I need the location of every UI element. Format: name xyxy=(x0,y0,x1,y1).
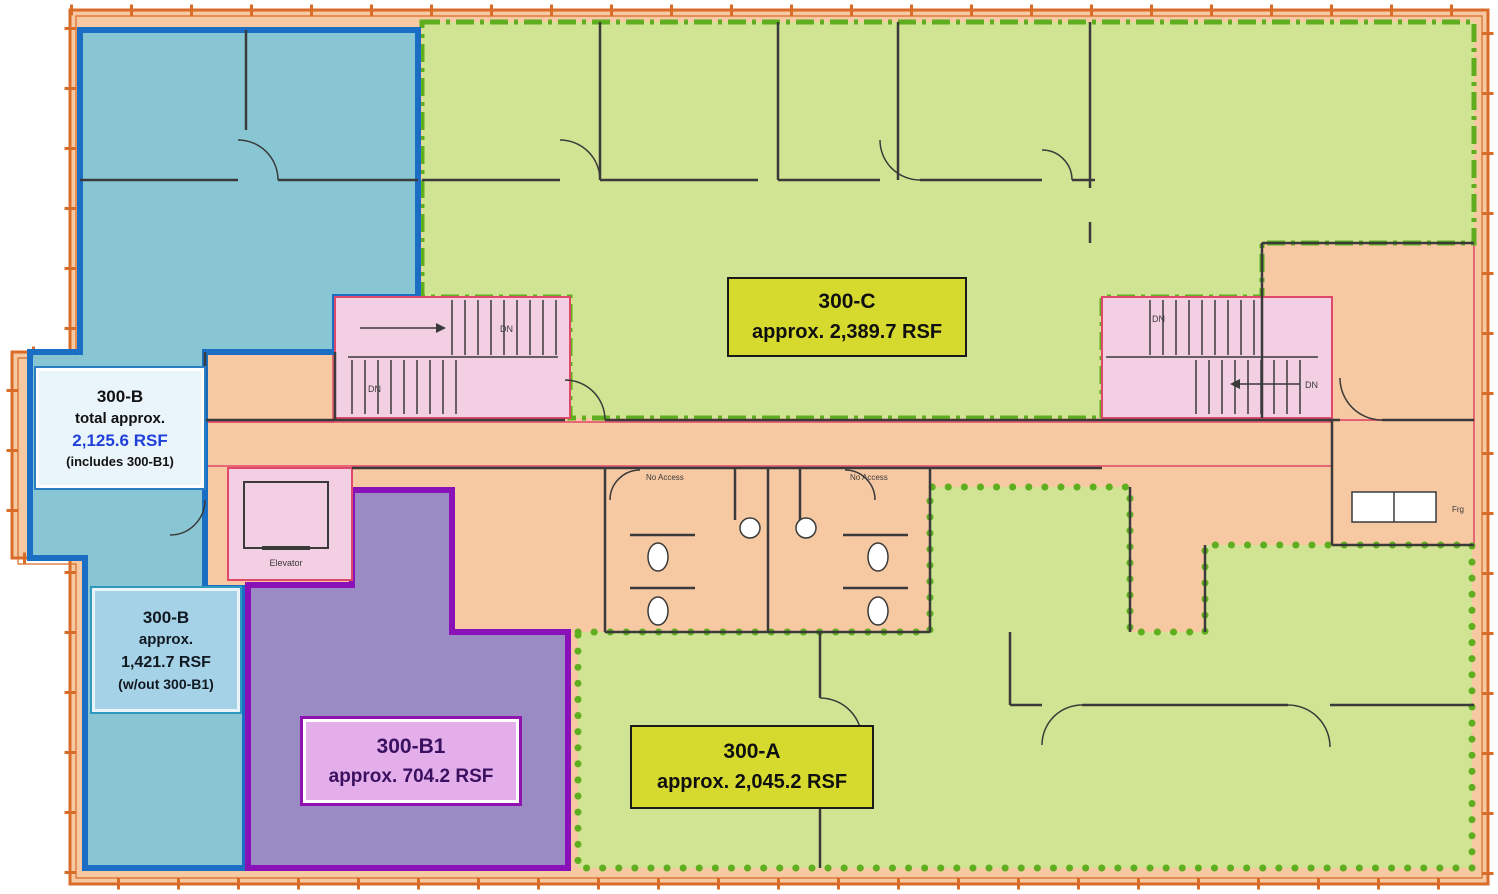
stair-left-detail xyxy=(348,300,558,414)
kitchen-block xyxy=(1331,419,1475,546)
suite-note: (w/out 300-B1) xyxy=(118,675,214,692)
suite-name: 300-A xyxy=(723,739,781,763)
suite-rsf: approx. 2,389.7 RSF xyxy=(751,321,943,344)
suite-300c-region xyxy=(422,22,1474,418)
stair-dn-label: DN xyxy=(500,324,513,334)
suite-rsf: 2,125.6 RSF xyxy=(72,431,168,451)
no-access-label: No Access xyxy=(646,473,684,482)
restroom-fixtures xyxy=(647,517,889,626)
suite-name: 300-B1 xyxy=(376,734,446,758)
toilet-icon xyxy=(867,542,889,572)
label-box-300b-only: 300-B approx. 1,421.7 RSF (w/out 300-B1) xyxy=(90,586,242,714)
toilet-icon xyxy=(647,596,669,626)
stair-left-arrow xyxy=(436,323,446,333)
suite-name: 300-B xyxy=(142,607,190,627)
suite-rsf: approx. 704.2 RSF xyxy=(328,765,494,787)
label-box-300b-total: 300-B total approx. 2,125.6 RSF (include… xyxy=(34,366,206,490)
toilet-icon xyxy=(867,596,889,626)
label-box-300b1: 300-B1 approx. 704.2 RSF xyxy=(300,716,522,806)
suite-note: (includes 300-B1) xyxy=(66,453,174,469)
label-box-300a: 300-A approx. 2,045.2 RSF xyxy=(630,725,874,809)
stair-dn-label: DN xyxy=(368,384,381,394)
fridge-label: Frg xyxy=(1452,505,1464,514)
suite-approx-text: total approx. xyxy=(74,409,165,427)
suite-rsf: 1,421.7 RSF xyxy=(121,653,211,671)
suite-approx-text: approx. xyxy=(138,631,194,648)
suite-rsf: approx. 2,045.2 RSF xyxy=(656,771,848,794)
sink-icon xyxy=(739,517,761,539)
elevator-label: Elevator xyxy=(269,558,302,568)
stair-dn-label: DN xyxy=(1305,380,1318,390)
suite-name: 300-B xyxy=(96,387,144,407)
sink-icon xyxy=(795,517,817,539)
elevator-lobby xyxy=(227,467,353,581)
no-access-label: No Access xyxy=(850,473,888,482)
door-arcs xyxy=(169,139,1383,748)
interior-walls xyxy=(80,22,1474,868)
kitchen-counter xyxy=(1351,491,1437,523)
stair-right-arrow xyxy=(1230,379,1240,389)
stair-dn-label: DN xyxy=(1152,314,1165,324)
toilet-icon xyxy=(647,542,669,572)
suite-name: 300-C xyxy=(818,289,876,313)
label-box-300c: 300-C approx. 2,389.7 RSF xyxy=(727,277,967,357)
